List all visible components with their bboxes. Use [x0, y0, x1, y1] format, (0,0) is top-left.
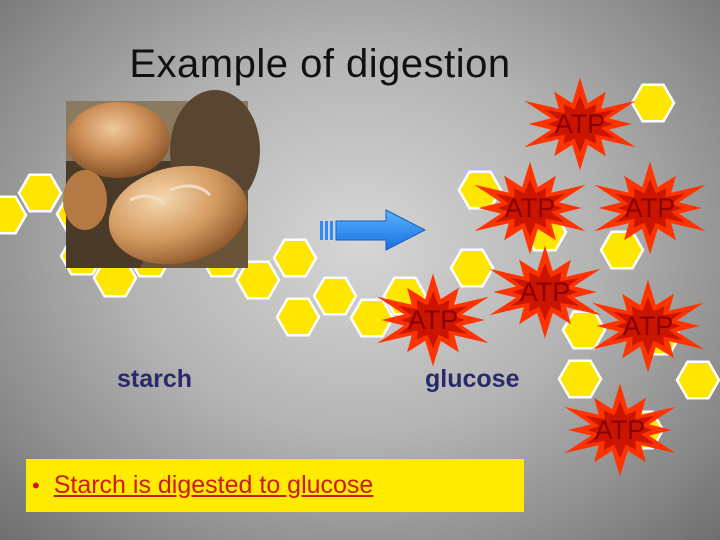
glucose-hexagon	[557, 359, 603, 399]
atp-burst: ATP	[564, 383, 676, 477]
atp-burst: ATP	[489, 245, 601, 339]
glucose-label: glucose	[425, 365, 520, 393]
atp-burst-inner	[613, 297, 683, 355]
glucose-hexagon	[561, 310, 607, 350]
glucose-hexagon	[675, 360, 720, 400]
atp-burst-inner	[510, 263, 580, 321]
bullet-box: • Starch is digested to glucose	[26, 459, 524, 512]
starch-label: starch	[117, 365, 193, 393]
atp-burst-inner	[495, 179, 565, 237]
bullet-text: Starch is digested to glucose	[53, 471, 374, 499]
atp-label: ATP	[520, 277, 571, 307]
atp-burst-inner	[398, 291, 468, 349]
bullet-dot-icon: •	[32, 472, 40, 498]
atp-burst: ATP	[592, 279, 704, 373]
atp-burst: ATP	[377, 273, 489, 367]
atp-burst-inner	[545, 95, 615, 153]
atp-burst-inner	[585, 401, 655, 459]
slide-title: Example of digestion	[129, 42, 511, 86]
atp-label: ATP	[555, 109, 606, 139]
glucose-hexagon	[630, 83, 676, 123]
atp-burst-inner	[615, 179, 685, 237]
atp-label: ATP	[625, 193, 676, 223]
atp-burst: ATP	[474, 161, 586, 255]
starch-hexagon	[17, 173, 63, 213]
atp-burst: ATP	[524, 77, 636, 171]
starch-hexagon	[0, 195, 28, 235]
starch-hexagon	[349, 298, 395, 338]
starch-hexagon	[272, 238, 318, 278]
atp-burst: ATP	[594, 161, 706, 255]
starch-hexagon	[312, 276, 358, 316]
glucose-hexagon	[449, 248, 495, 288]
atp-label: ATP	[408, 305, 459, 335]
atp-bursts: ATP ATP ATP ATP ATP ATP ATP	[377, 77, 706, 477]
atp-label: ATP	[595, 415, 646, 445]
glucose-hexagon	[599, 230, 645, 270]
right-arrow-icon	[320, 209, 427, 251]
atp-label: ATP	[505, 193, 556, 223]
atp-label: ATP	[623, 311, 674, 341]
starch-hexagon	[235, 260, 281, 300]
starch-hexagon	[275, 297, 321, 337]
bread-basket-photo	[63, 90, 260, 268]
